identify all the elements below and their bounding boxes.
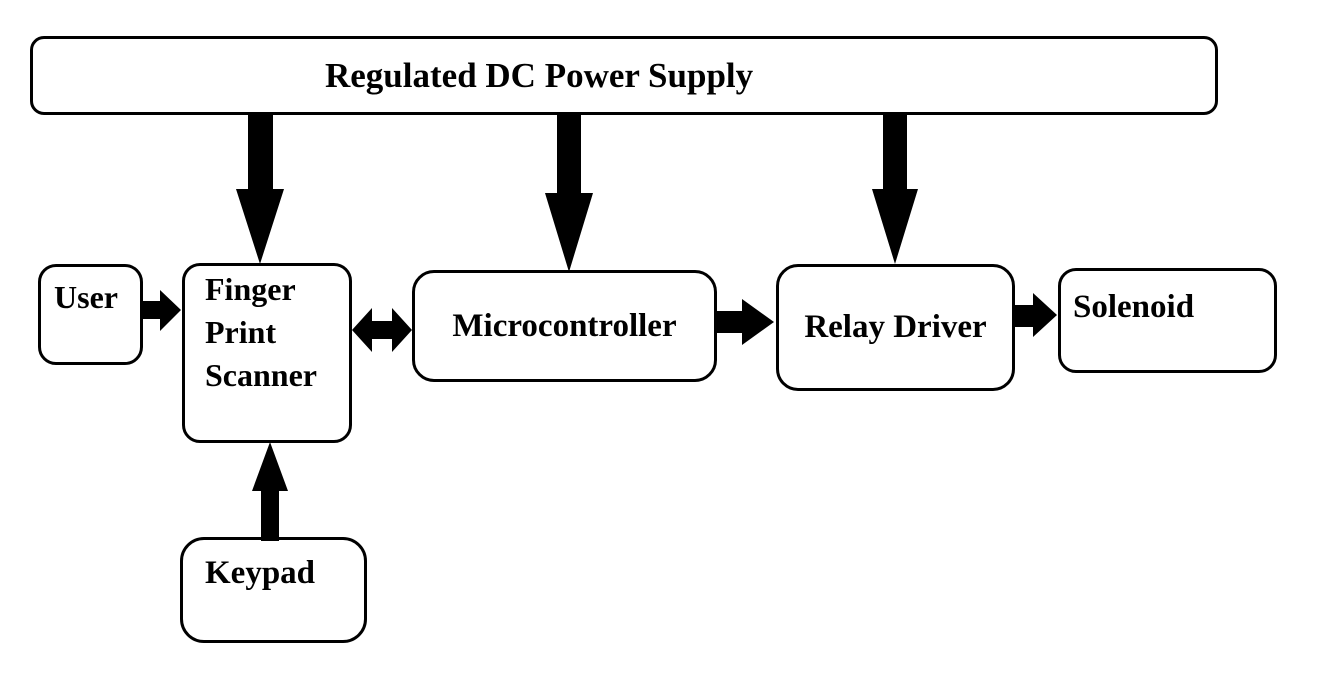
solenoid-label: Solenoid <box>1073 289 1195 325</box>
power-to-microcontroller-arrow <box>545 112 593 272</box>
relay-driver-label: Relay Driver <box>804 309 987 345</box>
power-supply-label: Regulated DC Power Supply <box>325 56 754 95</box>
keypad-label: Keypad <box>205 555 316 591</box>
fingerprint-scanner-label-line2: Print <box>205 314 277 350</box>
power-to-relay-arrow <box>872 112 918 264</box>
user-to-scanner-arrow <box>142 290 181 331</box>
solenoid-box: Solenoid <box>1058 268 1277 373</box>
microcontroller-box: Microcontroller <box>412 270 717 382</box>
user-box: User <box>38 264 143 365</box>
power-to-scanner-arrow <box>236 112 284 264</box>
keypad-box: Keypad <box>180 537 367 643</box>
fingerprint-scanner-box: Finger Print Scanner <box>182 263 352 443</box>
relay-to-solenoid-arrow <box>1013 293 1057 337</box>
keypad-to-scanner-arrow <box>252 442 288 541</box>
fingerprint-scanner-label-line1: Finger <box>205 271 296 307</box>
user-label: User <box>54 279 118 315</box>
fingerprint-scanner-label: Finger Print Scanner <box>185 266 349 397</box>
fingerprint-scanner-label-line3: Scanner <box>205 357 317 393</box>
microcontroller-to-relay-arrow <box>716 299 774 345</box>
power-supply-box: Regulated DC Power Supply <box>30 36 1218 115</box>
scanner-microcontroller-bidirectional-arrow <box>352 308 412 352</box>
microcontroller-label: Microcontroller <box>452 307 677 344</box>
relay-driver-box: Relay Driver <box>776 264 1015 391</box>
